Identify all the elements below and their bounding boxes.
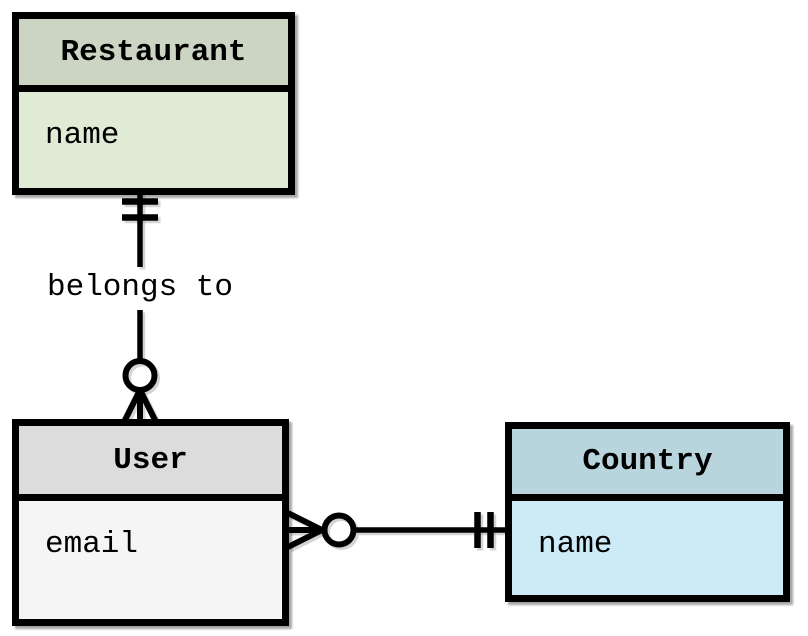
entity-country-attribute: name [538, 527, 613, 562]
entity-restaurant-header: Restaurant [19, 19, 288, 92]
entity-user-attribute: email [45, 527, 139, 562]
entity-country-title: Country [582, 444, 713, 479]
entity-country: Country name [505, 422, 790, 602]
entity-restaurant-body: name [19, 92, 288, 188]
entity-country-header: Country [512, 429, 783, 501]
entity-restaurant: Restaurant name [12, 12, 295, 195]
entity-country-body: name [512, 501, 783, 595]
entity-user-body: email [19, 501, 282, 619]
relationship-label: belongs to [44, 270, 236, 305]
entity-user-header: User [19, 426, 282, 501]
entity-user-title: User [113, 442, 188, 478]
entity-restaurant-attribute: name [45, 118, 120, 153]
entity-restaurant-title: Restaurant [60, 34, 247, 70]
entity-user: User email [12, 419, 289, 626]
